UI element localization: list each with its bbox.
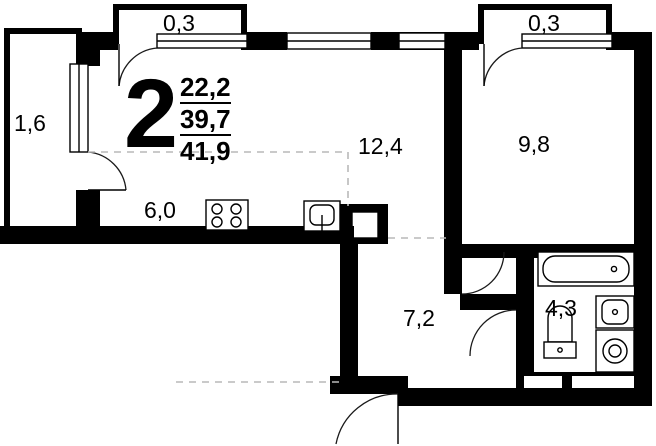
toilet-icon bbox=[543, 305, 577, 359]
area-stack: 22,2 39,7 41,9 bbox=[179, 63, 231, 167]
room-label-balcony-top-right: 0,3 bbox=[528, 10, 560, 36]
room-label-bedroom: 9,8 bbox=[518, 131, 550, 157]
room-label-living-room: 12,4 bbox=[358, 133, 403, 159]
apartment-summary: 2 22,2 39,7 41,9 bbox=[124, 63, 231, 165]
washbasin-icon bbox=[595, 295, 635, 329]
room-label-hallway: 7,2 bbox=[403, 305, 435, 331]
windows-layer bbox=[69, 32, 652, 326]
walls-layer bbox=[0, 4, 652, 406]
fixtures-layer bbox=[205, 199, 635, 373]
room-label-bathroom: 4,3 bbox=[545, 295, 577, 321]
room-label-balcony-top-left: 0,3 bbox=[163, 10, 195, 36]
rooms-count: 2 bbox=[124, 59, 178, 169]
bathtub-icon bbox=[537, 251, 635, 287]
guides-layer bbox=[88, 151, 446, 383]
doors-layer bbox=[87, 44, 523, 445]
washing-machine-icon bbox=[595, 329, 635, 373]
living-area-value: 22,2 bbox=[179, 72, 231, 102]
total-area-value: 39,7 bbox=[179, 102, 231, 135]
room-label-kitchen: 6,0 bbox=[144, 197, 176, 223]
room-label-balcony-left: 1,6 bbox=[14, 110, 46, 136]
total-area-with-balcony-value: 41,9 bbox=[179, 134, 231, 167]
stove-icon bbox=[205, 199, 249, 231]
kitchen-sink-icon bbox=[303, 200, 341, 232]
